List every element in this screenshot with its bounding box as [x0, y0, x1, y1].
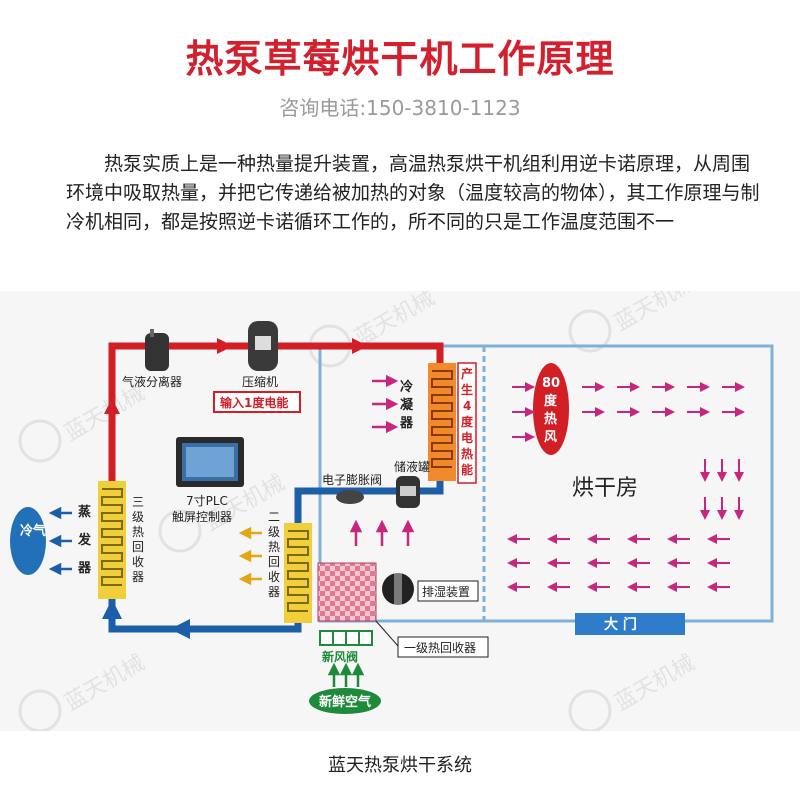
svg-text:蓝天机械: 蓝天机械	[611, 651, 700, 717]
svg-text:发: 发	[77, 532, 92, 548]
svg-text:度: 度	[544, 393, 558, 409]
svg-text:收: 收	[132, 555, 144, 569]
gas-liquid-separator-label: 气液分离器	[122, 374, 182, 389]
compressor-label: 压缩机	[242, 374, 278, 389]
page-title: 热泵草莓烘干机工作原理	[185, 37, 615, 81]
third-recovery-label: 三 级 热 回 收 器	[132, 495, 144, 584]
evaporator-label: 蒸 发 器	[77, 504, 92, 576]
svg-text:能: 能	[461, 462, 473, 477]
svg-text:产: 产	[461, 366, 473, 381]
compressor: 压缩机 输入1度电能	[213, 321, 301, 413]
cold-pipe	[102, 481, 444, 639]
second-recovery-coil	[284, 523, 312, 623]
drying-room-outline	[318, 344, 774, 623]
svg-text:蓝天机械: 蓝天机械	[611, 291, 700, 336]
first-recovery-label: 一级热回收器	[404, 641, 476, 655]
plc-label-2: 触屏控制器	[172, 510, 232, 524]
condenser-label: 冷 凝 器	[399, 379, 414, 431]
svg-text:级: 级	[132, 510, 144, 524]
fresh-air-arrows	[327, 662, 365, 687]
airflow-up-arrows	[349, 519, 415, 546]
svg-text:二: 二	[268, 510, 280, 524]
svg-text:器: 器	[268, 585, 280, 599]
svg-text:热: 热	[268, 540, 280, 554]
second-recovery-label: 二 级 热 回 收 器	[268, 510, 280, 599]
plc-controller: 7寸PLC 触屏控制器	[172, 437, 244, 524]
condenser-air-arrows	[372, 374, 399, 434]
svg-text:热: 热	[132, 525, 144, 539]
svg-text:蓝天机械: 蓝天机械	[61, 651, 150, 717]
figure-caption: 蓝天热泵烘干系统	[328, 755, 472, 776]
intro-paragraph: 热泵实质上是一种热量提升装置，高温热泵烘干机组利用逆卡诺原理，从周围环境中吸取热…	[66, 153, 760, 233]
svg-text:生: 生	[461, 382, 473, 397]
expansion-valve: 电子膨胀阀	[322, 473, 382, 504]
svg-text:80: 80	[542, 376, 560, 391]
svg-text:冷: 冷	[400, 379, 413, 395]
second-recovery-arrows	[238, 526, 262, 586]
svg-text:度: 度	[461, 414, 474, 429]
produce-heat-label: 产 生 4 度 电 热 能	[457, 362, 477, 484]
svg-text:凝: 凝	[400, 397, 414, 413]
svg-text:冷气: 冷气	[20, 523, 46, 539]
drying-room-label: 烘干房	[572, 476, 638, 501]
svg-text:蓝天机械: 蓝天机械	[351, 291, 440, 351]
gas-liquid-separator: 气液分离器	[122, 329, 182, 389]
evaporator-cold-arrows	[48, 506, 72, 576]
svg-text:电: 电	[461, 430, 473, 445]
fresh-air-valve: 新风阀	[319, 630, 373, 664]
svg-text:风: 风	[544, 430, 557, 445]
gate: 大 门	[575, 613, 685, 635]
svg-text:4: 4	[463, 399, 471, 413]
svg-text:级: 级	[268, 525, 280, 539]
svg-text:蓝天机械: 蓝天机械	[61, 381, 150, 447]
svg-text:新鲜空气: 新鲜空气	[319, 694, 371, 710]
plc-label-1: 7寸PLC	[186, 494, 228, 508]
contact-phone: 咨询电话:150-3810-1123	[279, 96, 521, 120]
dehumidifier-label: 排湿装置	[422, 584, 470, 599]
liquid-tank-label: 储液罐	[394, 459, 430, 474]
first-recovery-unit: 一级热回收器	[317, 562, 489, 658]
room-airflow-arrows	[507, 382, 745, 592]
svg-text:收: 收	[268, 570, 280, 584]
svg-text:器: 器	[132, 570, 144, 584]
heat-pump-diagram: 蓝天机械 蓝天机械 蓝天机械 蓝天机械 蓝天机械 蓝天机械 气液分离器 压缩	[0, 291, 800, 731]
evaporator-coil	[98, 481, 126, 599]
gate-label: 大 门	[604, 616, 637, 633]
svg-text:三: 三	[132, 495, 144, 509]
svg-text:蒸: 蒸	[78, 504, 91, 520]
svg-text:回: 回	[268, 555, 280, 569]
input-power-label: 输入1度电能	[220, 395, 288, 410]
fresh-air-valve-label: 新风阀	[322, 649, 358, 664]
svg-text:回: 回	[132, 540, 144, 554]
svg-text:热: 热	[461, 446, 473, 461]
cold-air-badge: 冷气	[10, 507, 46, 575]
svg-text:热: 热	[544, 411, 557, 427]
fresh-air-badge: 新鲜空气	[309, 688, 381, 714]
liquid-tank: 储液罐	[394, 459, 430, 508]
dehumidifier: 排湿装置	[382, 573, 479, 605]
condenser-coil	[428, 363, 456, 481]
svg-text:器: 器	[399, 416, 414, 431]
expansion-valve-label: 电子膨胀阀	[322, 473, 382, 487]
svg-text:器: 器	[77, 561, 92, 576]
hot-air-badge: 80 度 热 风	[533, 363, 569, 455]
